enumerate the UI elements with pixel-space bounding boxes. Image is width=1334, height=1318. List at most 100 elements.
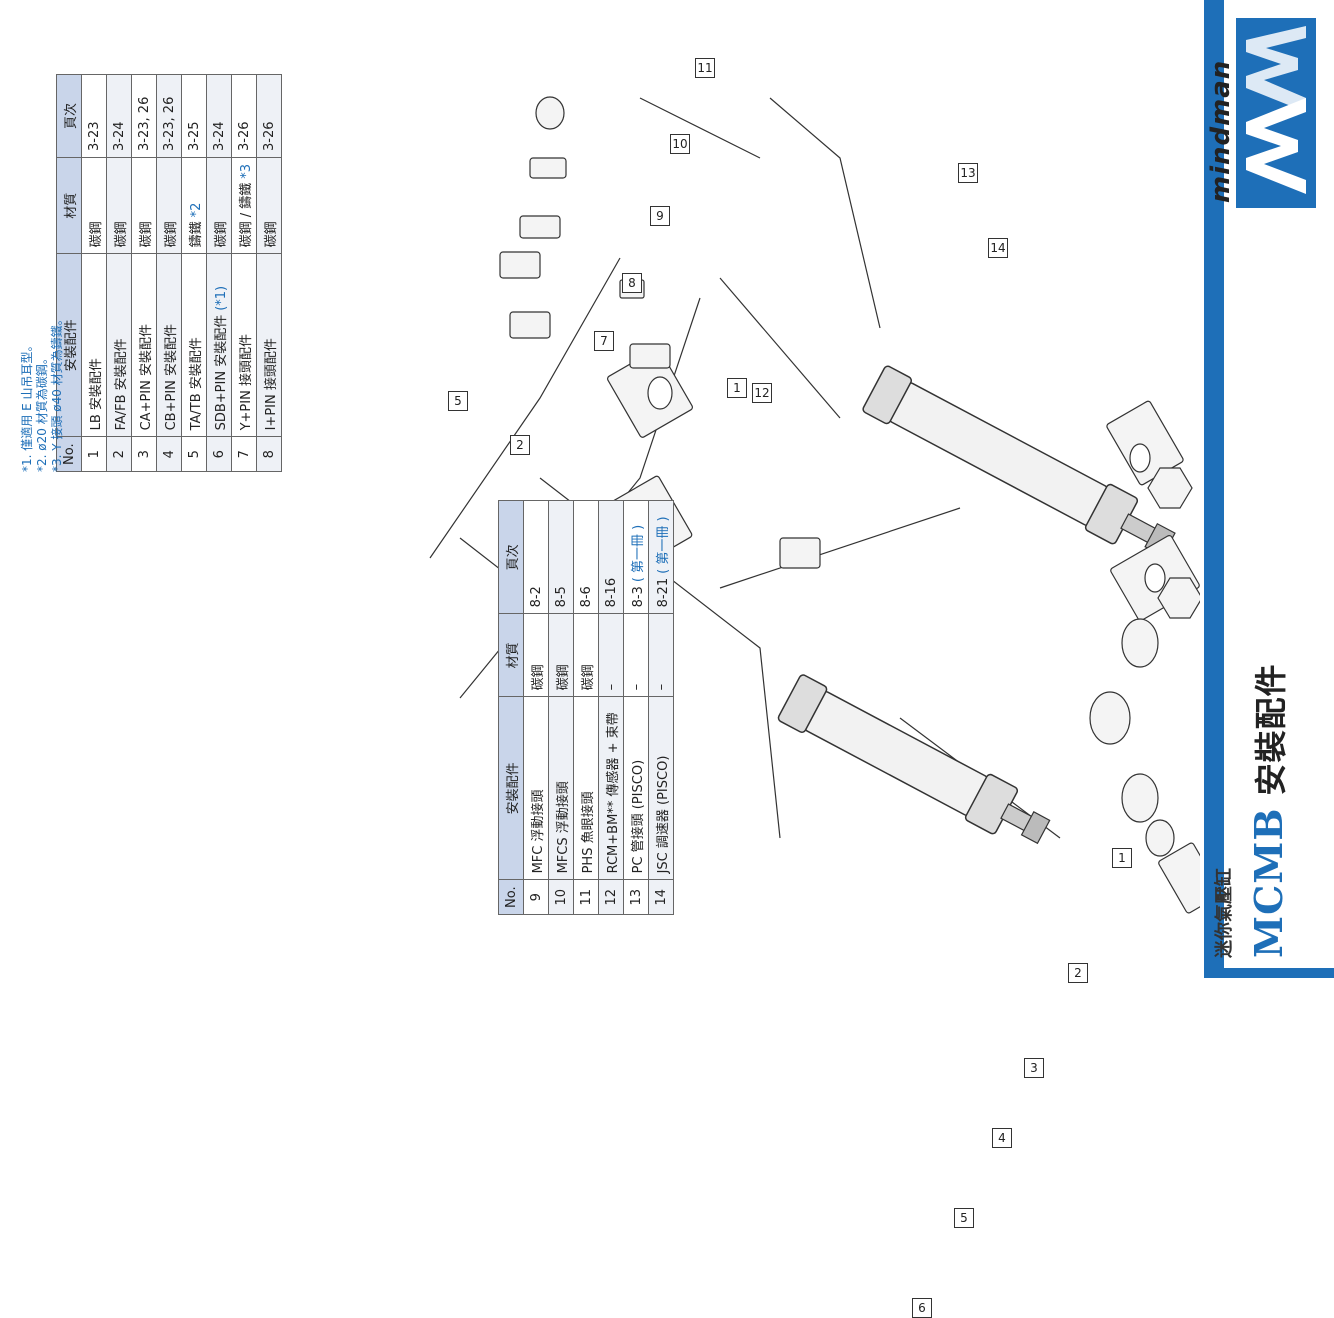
mfcs-floating-joint-icon [529, 157, 567, 179]
callout-c1a: 1 [727, 378, 747, 398]
title-model: MCMB [1246, 807, 1291, 959]
cell-page-text: 3-23, 26 [161, 96, 177, 151]
cell-page: 8-5 [548, 500, 574, 614]
cell-material: – [648, 613, 674, 697]
cell-material: 碳鋼 [156, 157, 182, 254]
cell-name: PHS 魚眼接頭 [573, 696, 599, 880]
col-no: No. [498, 879, 524, 915]
cell-page: 3-24 [106, 74, 132, 158]
col-material: 材質 [498, 613, 524, 697]
cell-page-text: 8-6 [578, 586, 594, 608]
cell-name: PC 管接頭 (PISCO) [623, 696, 649, 880]
cell-no-text: 2 [111, 450, 127, 459]
cell-page: 3-23, 26 [156, 74, 182, 158]
cell-no: 3 [131, 436, 157, 472]
cell-page-text: 8-21 [655, 577, 671, 608]
cell-no: 4 [156, 436, 182, 472]
cell-name: Y+PIN 接頭配件 [231, 253, 257, 437]
cell-material-note: *3 [238, 163, 254, 179]
cell-material: 碳鋼 [548, 613, 574, 697]
callout-c5b: 5 [954, 1208, 974, 1228]
footnote-1: *1. 僅適用 E 山吊耳型。 [20, 339, 34, 472]
cell-no-text: 4 [161, 450, 177, 459]
callout-c4: 4 [992, 1128, 1012, 1148]
cell-page-text: 3-23 [86, 121, 102, 151]
table-row: 6 SDB+PIN 安裝配件(*1) 碳鋼 3-24 [206, 74, 232, 472]
cell-page-text: 3-26 [236, 121, 252, 151]
i-joint-icon [499, 251, 541, 279]
cell-no-text: 8 [261, 450, 277, 459]
footnote-3: *3. Y 接頭 ø40 材質為鑄鐵。 [50, 313, 64, 472]
cell-name-text: PHS 魚眼接頭 [580, 791, 596, 874]
col-page: 頁次 [498, 500, 524, 614]
cell-name: SDB+PIN 安裝配件(*1) [206, 253, 232, 437]
cell-no-text: 9 [528, 893, 544, 902]
cell-page: 8-6 [573, 500, 599, 614]
cell-page-text: 3-24 [211, 121, 227, 151]
cell-material: 碳鋼 [256, 157, 282, 254]
cell-no: 1 [81, 436, 107, 472]
document-page: MCMB安裝配件 迷你氣壓缸 mindman [20, 0, 1334, 1318]
callout-c3: 3 [1024, 1058, 1044, 1078]
page-subtitle: 迷你氣壓缸 [1214, 868, 1235, 958]
cell-name-text: JSC 調速器 (PISCO) [655, 755, 671, 874]
callout-c10: 10 [670, 134, 690, 154]
cell-page-text: 8-3 [630, 586, 646, 608]
ta-trunnion-icon [1121, 773, 1159, 823]
cell-no: 8 [256, 436, 282, 472]
cell-name-text: MFC 浮動接頭 [530, 789, 546, 874]
cell-name: MFCS 浮動接頭 [548, 696, 574, 880]
cell-page: 3-26 [256, 74, 282, 158]
cell-name: I+PIN 接頭配件 [256, 253, 282, 437]
callout-c11: 11 [695, 58, 715, 78]
cell-no-text: 14 [653, 888, 669, 906]
cell-no: 11 [573, 879, 599, 915]
cell-name: FA/FB 安裝配件 [106, 253, 132, 437]
callout-c2a: 2 [510, 435, 530, 455]
cell-page-text: 8-5 [553, 586, 569, 608]
table-row: 8 I+PIN 接頭配件 碳鋼 3-26 [256, 74, 282, 472]
cell-page-text: 3-25 [186, 121, 202, 151]
callout-c14: 14 [988, 238, 1008, 258]
cell-material-text: 碳鋼 [113, 221, 129, 248]
cell-name: MFC 浮動接頭 [523, 696, 549, 880]
cell-no-text: 1 [86, 450, 102, 459]
cell-material-note: *2 [188, 202, 204, 218]
title-zh: 安裝配件 [1252, 663, 1290, 796]
cell-material: 鑄鐵 *2 [181, 157, 207, 254]
callout-c12: 12 [752, 383, 772, 403]
cell-material-text: 鑄鐵 [188, 221, 204, 248]
cell-name-text: Y+PIN 接頭配件 [238, 334, 254, 431]
cell-no: 9 [523, 879, 549, 915]
cell-name-text: TA/TB 安裝配件 [188, 337, 204, 431]
cell-page: 8-3 ( 第一冊 ) [623, 500, 649, 614]
cell-name: RCM+BM** 傳感器 + 束帶 [598, 696, 624, 880]
cell-material: – [598, 613, 624, 697]
cell-material-text: 碳鋼 [163, 221, 179, 248]
cell-no-text: 6 [211, 450, 227, 459]
cell-material-text: 碳鋼 [263, 221, 279, 248]
cell-no-text: 3 [136, 450, 152, 459]
cell-name: LB 安裝配件 [81, 253, 107, 437]
cell-material-text: 碳鋼 [213, 221, 229, 248]
cell-name: CB+PIN 安裝配件 [156, 253, 182, 437]
cell-page-note: ( 第一冊 ) [630, 524, 646, 583]
cell-no: 7 [231, 436, 257, 472]
phs-rod-end-icon [535, 96, 565, 130]
cell-no-text: 12 [603, 888, 619, 906]
callout-c13: 13 [958, 163, 978, 183]
y-joint-icon [509, 311, 551, 339]
cell-name: TA/TB 安裝配件 [181, 253, 207, 437]
callout-c2b: 2 [1068, 963, 1088, 983]
cell-name-text: MFCS 浮動接頭 [555, 781, 571, 874]
